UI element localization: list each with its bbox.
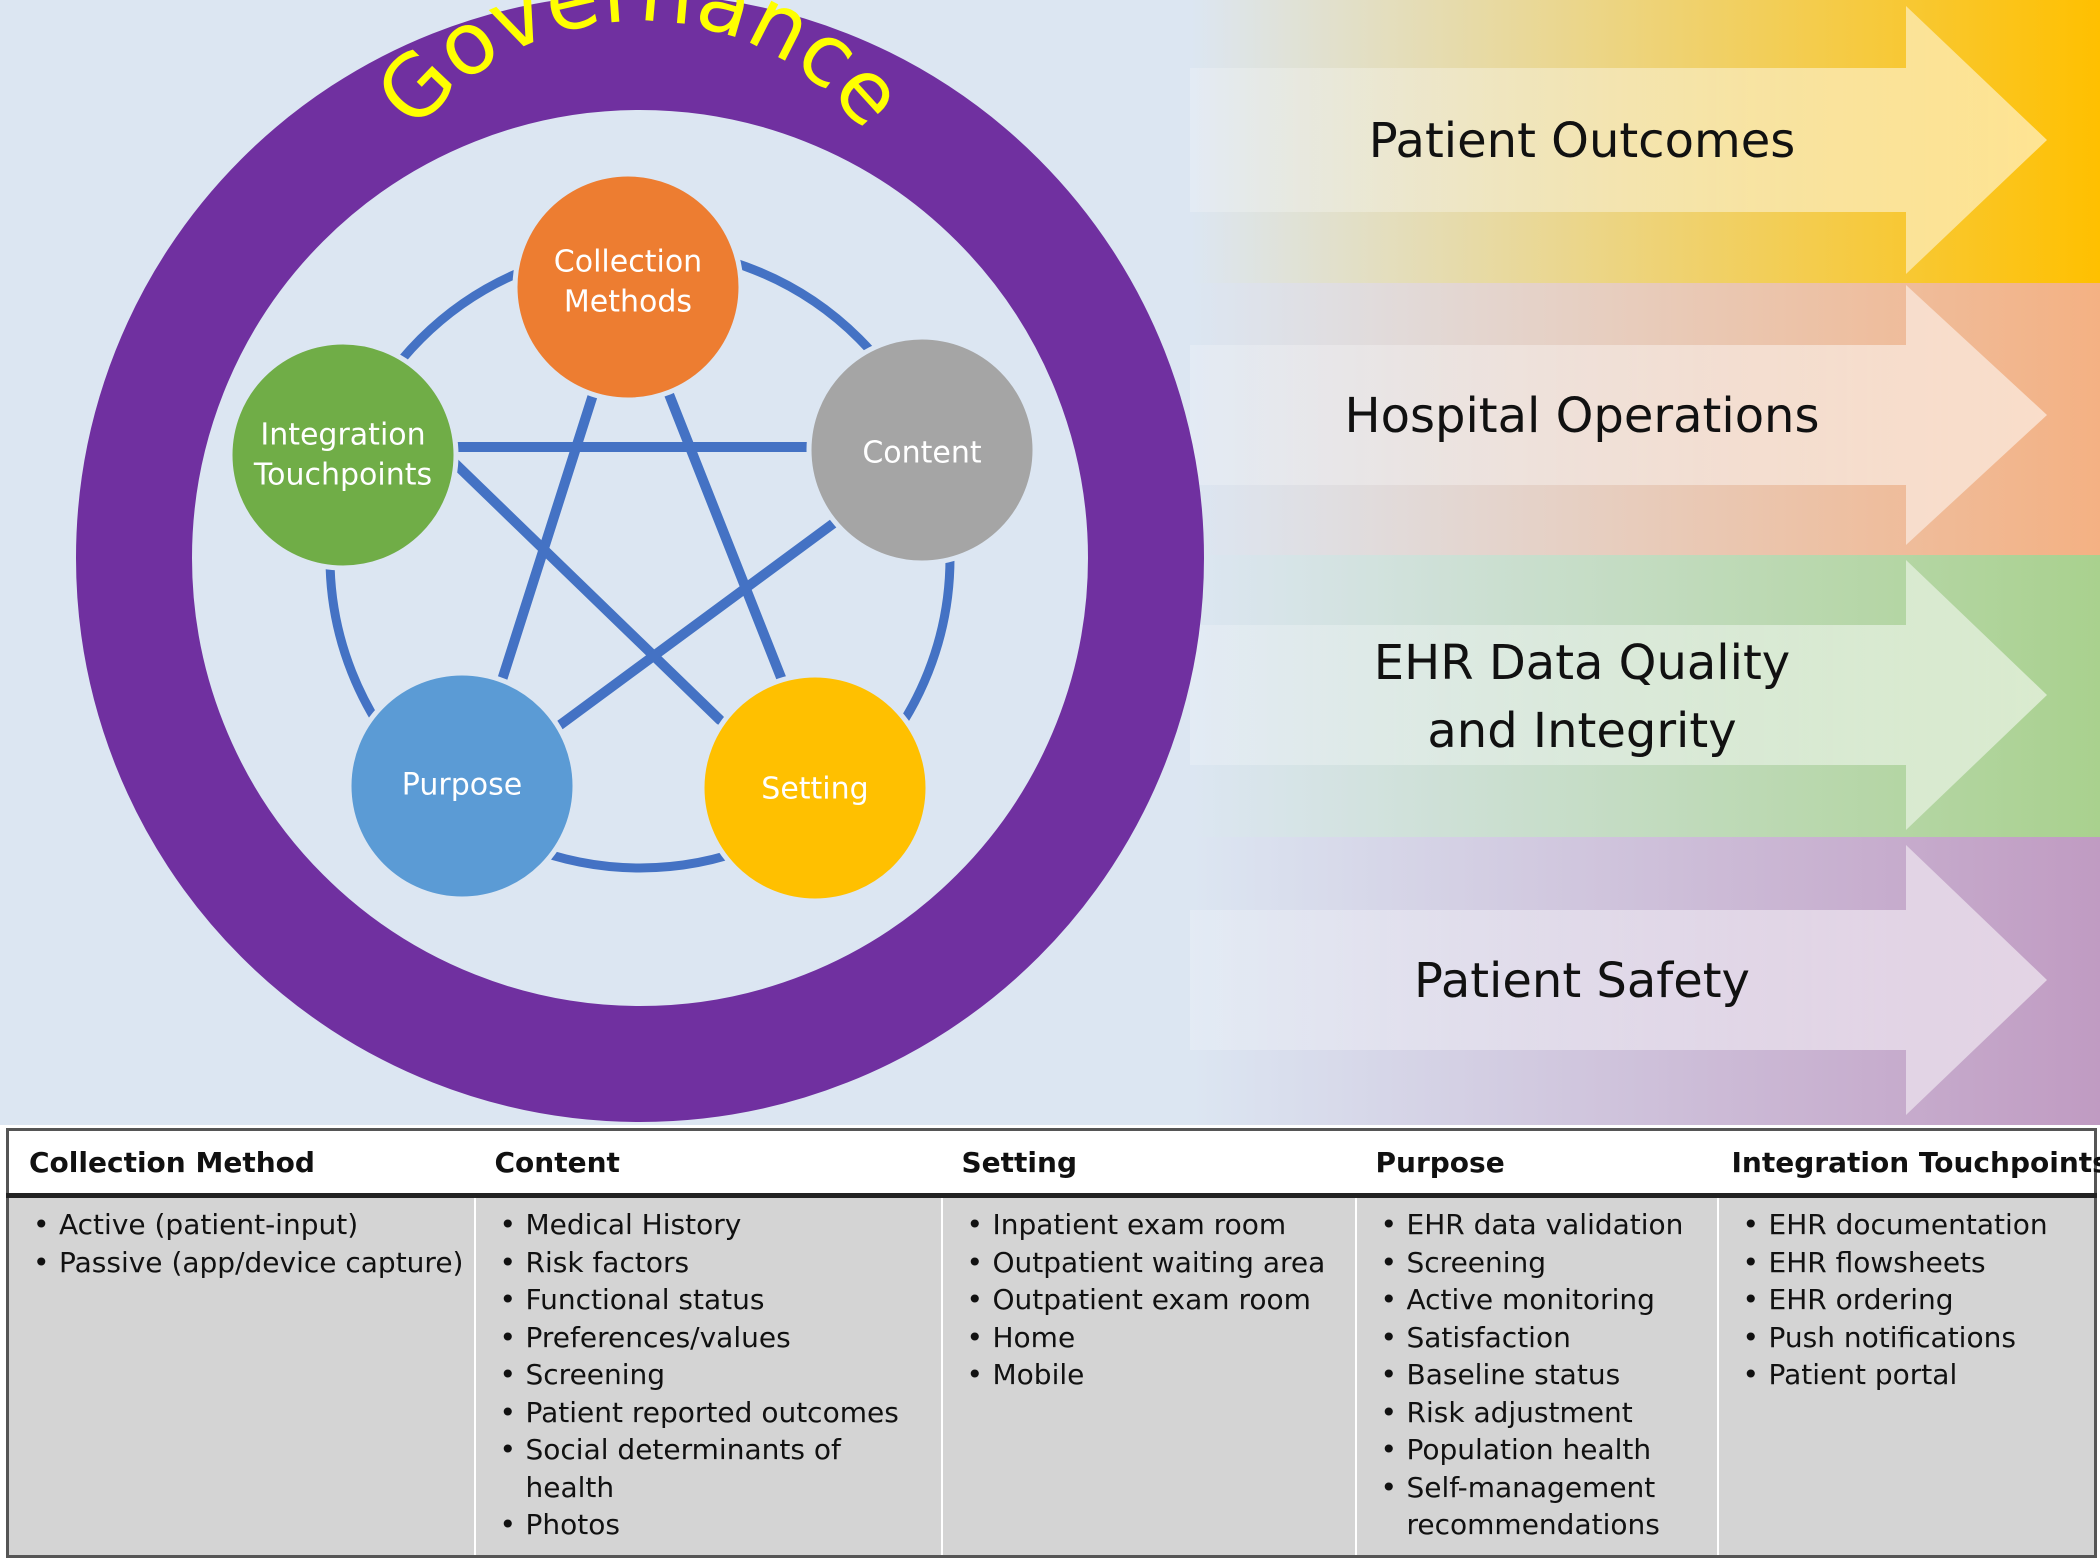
governance-ring [76, 0, 1204, 1122]
list-item: Active (patient-input) [31, 1206, 464, 1244]
outcome-label-ehr-integrity: and Integrity [1427, 703, 1736, 759]
cell-setting: Inpatient exam room Outpatient waiting a… [941, 1195, 1357, 1558]
node-collection-methods: Collection Methods [512, 171, 744, 403]
list-item: EHR documentation [1741, 1206, 2085, 1244]
outcome-label-patient-safety: Patient Safety [1414, 953, 1750, 1009]
list-item: Push notifications [1741, 1319, 2085, 1357]
list-item: Inpatient exam room [965, 1206, 1345, 1244]
cell-content: Medical History Risk factors Functional … [474, 1195, 943, 1558]
integration-touchpoints-list: EHR documentation EHR flowsheets EHR ord… [1741, 1206, 2085, 1394]
header-collection-method: Collection Method [6, 1128, 475, 1198]
list-item: Risk adjustment [1379, 1394, 1707, 1432]
list-item: Patient portal [1741, 1356, 2085, 1394]
outcome-arrow-patient-safety: Patient Safety [1190, 837, 2100, 1125]
node-content: Content [806, 334, 1038, 566]
list-item: EHR data validation [1379, 1206, 1707, 1244]
svg-text:Setting: Setting [761, 772, 868, 807]
list-item: Home [965, 1319, 1345, 1357]
svg-text:Integration: Integration [260, 418, 425, 453]
list-item: Population health [1379, 1431, 1707, 1469]
list-item: Active monitoring [1379, 1281, 1707, 1319]
table-row: Active (patient-input) Passive (app/devi… [6, 1195, 2097, 1558]
list-item: EHR flowsheets [1741, 1244, 2085, 1282]
cell-integration-touchpoints: EHR documentation EHR flowsheets EHR ord… [1717, 1195, 2097, 1558]
svg-text:Touchpoints: Touchpoints [253, 458, 432, 493]
list-item: Outpatient waiting area [965, 1244, 1345, 1282]
list-item: Satisfaction [1379, 1319, 1707, 1357]
list-item: Photos [498, 1506, 931, 1544]
cell-collection-method: Active (patient-input) Passive (app/devi… [6, 1195, 476, 1558]
header-content: Content [474, 1128, 942, 1198]
framework-diagram: Patient Outcomes Hospital Operations EHR… [0, 0, 2100, 1125]
collection-method-list: Active (patient-input) Passive (app/devi… [31, 1206, 464, 1281]
outcome-label-hospital-operations: Hospital Operations [1345, 388, 1820, 444]
svg-text:Content: Content [862, 436, 982, 471]
header-purpose: Purpose [1355, 1128, 1718, 1198]
list-item: Self-management recommendations [1379, 1469, 1707, 1544]
list-item: Preferences/values [498, 1319, 931, 1357]
outcome-label-ehr-data-quality: EHR Data Quality [1374, 635, 1790, 691]
svg-text:Purpose: Purpose [402, 768, 522, 803]
header-integration-touchpoints: Integration Touchpoints [1717, 1128, 2100, 1198]
list-item: Screening [1379, 1244, 1707, 1282]
node-integration-touchpoints: Integration Touchpoints [227, 339, 459, 571]
list-item: Mobile [965, 1356, 1345, 1394]
setting-list: Inpatient exam room Outpatient waiting a… [965, 1206, 1345, 1394]
outcome-arrow-hospital-operations: Hospital Operations [1190, 283, 2100, 555]
list-item: Risk factors [498, 1244, 931, 1282]
list-item: Passive (app/device capture) [31, 1244, 464, 1282]
node-purpose: Purpose [346, 670, 578, 902]
content-list: Medical History Risk factors Functional … [498, 1206, 931, 1544]
list-item: EHR ordering [1741, 1281, 2085, 1319]
outcome-arrow-ehr-data-quality: EHR Data Quality and Integrity [1190, 555, 2100, 837]
svg-text:Methods: Methods [564, 285, 692, 320]
table-header-row: Collection Method Content Setting Purpos… [6, 1128, 2100, 1198]
header-setting: Setting [941, 1128, 1356, 1198]
list-item: Screening [498, 1356, 931, 1394]
list-item: Baseline status [1379, 1356, 1707, 1394]
list-item: Outpatient exam room [965, 1281, 1345, 1319]
list-item: Social determinants of health [498, 1431, 931, 1506]
outcome-arrow-patient-outcomes: Patient Outcomes [1190, 0, 2100, 283]
svg-text:Collection: Collection [554, 245, 702, 280]
component-details-table: Collection Method Content Setting Purpos… [6, 1128, 2100, 1558]
purpose-list: EHR data validation Screening Active mon… [1379, 1206, 1707, 1544]
cell-purpose: EHR data validation Screening Active mon… [1355, 1195, 1719, 1558]
list-item: Patient reported outcomes [498, 1394, 931, 1432]
list-item: Functional status [498, 1281, 931, 1319]
outcome-label-patient-outcomes: Patient Outcomes [1369, 113, 1795, 169]
list-item: Medical History [498, 1206, 931, 1244]
node-setting: Setting [699, 672, 931, 904]
